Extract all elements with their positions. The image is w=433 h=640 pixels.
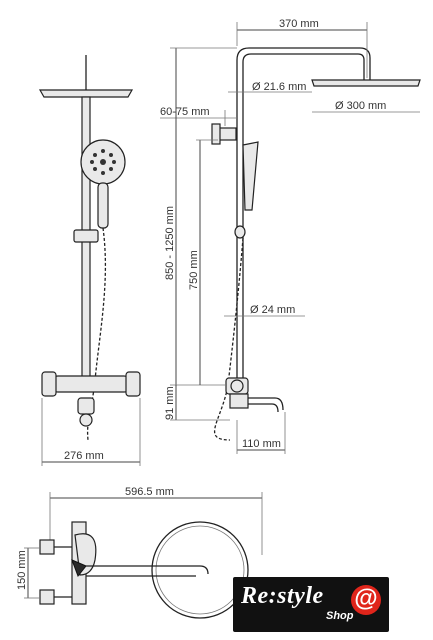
dim-front-width: 276 mm <box>64 450 104 462</box>
dim-bottom-height: 91 mm <box>164 386 176 420</box>
dim-top-width: 370 mm <box>279 18 319 30</box>
logo-shop-text: Shop <box>326 610 354 622</box>
cart-at-icon: @ <box>351 585 381 615</box>
plan-shower-head <box>151 521 249 619</box>
dim-plan-depth: 150 mm <box>16 550 28 590</box>
dim-spout-length: 110 mm <box>242 438 281 450</box>
side-spout <box>248 397 284 413</box>
front-view: 276 mm <box>38 55 141 466</box>
side-top-arm <box>236 47 371 380</box>
dim-pipe-top: Ø 21.6 mm <box>252 81 306 93</box>
side-view: 370 mm Ø 21.6 mm Ø 300 mm 60-75 mm 850 -… <box>160 18 421 454</box>
plan-view: 596.5 mm 150 mm <box>16 486 263 619</box>
front-shower-head <box>38 89 134 98</box>
dim-height-range: 850 - 1250 mm <box>164 206 176 280</box>
front-mixer-bar <box>51 375 131 393</box>
restyle-shop-logo: Re:style Shop @ <box>233 577 389 632</box>
dim-height-inner: 750 mm <box>188 250 200 290</box>
dim-pipe-mid: Ø 24 mm <box>250 304 295 316</box>
side-shower-head <box>311 79 421 87</box>
logo-brand-text: Re:style <box>241 583 324 609</box>
side-hose <box>213 237 244 441</box>
dim-plan-length: 596.5 mm <box>125 486 174 498</box>
dim-head-diameter: Ø 300 mm <box>335 100 386 112</box>
plan-spout <box>86 565 209 577</box>
dim-offset: 60-75 mm <box>160 106 210 118</box>
